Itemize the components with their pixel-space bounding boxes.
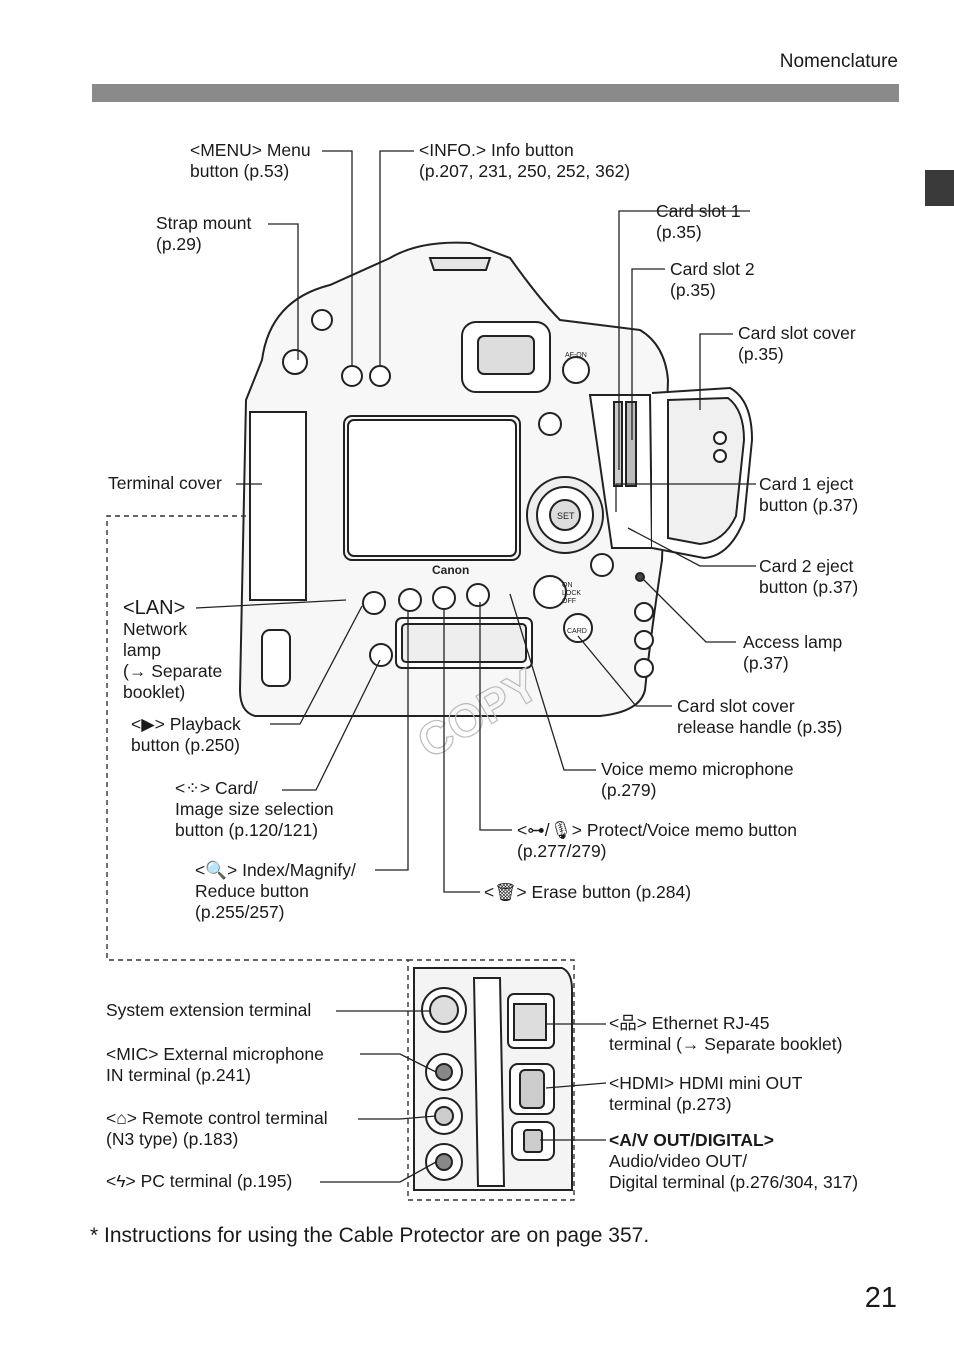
protect-voice-callout: <⊶/🎙> Protect/Voice memo button(p.277/27… bbox=[517, 820, 797, 862]
callout-line: <A/V OUT/DIGITAL> bbox=[609, 1130, 774, 1150]
callout-line: <⊶/🎙> Protect/Voice memo button bbox=[517, 820, 797, 840]
set-button-label: SET bbox=[557, 511, 575, 521]
callout-line: (p.207, 231, 250, 252, 362) bbox=[419, 161, 631, 181]
callout-line: <🔍> Index/Magnify/ bbox=[195, 860, 356, 880]
callout-line: (p.255/257) bbox=[195, 902, 285, 922]
callout-line: button (p.250) bbox=[131, 735, 240, 755]
callout-line: button (p.53) bbox=[190, 161, 290, 181]
chapter-tab bbox=[925, 170, 954, 206]
info-button-callout: <INFO.> Info button(p.207, 231, 250, 252… bbox=[419, 140, 630, 182]
access-lamp-callout: Access lamp(p.37) bbox=[743, 632, 842, 674]
callout-line: <品> Ethernet RJ-45 bbox=[609, 1013, 770, 1033]
card-slot-cover-callout: Card slot cover(p.35) bbox=[738, 323, 856, 365]
callout-line: (p.35) bbox=[738, 344, 784, 364]
callout-line: <MIC> External microphone bbox=[106, 1044, 324, 1064]
callout-line: <MENU> Menu bbox=[190, 140, 311, 160]
callout-line: (p.35) bbox=[670, 280, 716, 300]
erase-button-callout: <🗑> Erase button (p.284) bbox=[484, 882, 692, 902]
callout-line: (p.29) bbox=[156, 234, 202, 254]
on-label: ON bbox=[562, 582, 573, 589]
callout-line: IN terminal (p.241) bbox=[106, 1065, 251, 1085]
callout-line: (N3 type) (p.183) bbox=[106, 1129, 239, 1149]
voice-mic-callout: Voice memo microphone(p.279) bbox=[601, 759, 794, 801]
callout-line: Card slot 1 bbox=[656, 201, 741, 221]
callout-line: button (p.120/121) bbox=[175, 820, 319, 840]
callout-line: Access lamp bbox=[743, 632, 843, 652]
callout-line: <HDMI> HDMI mini OUT bbox=[609, 1073, 803, 1093]
terminal-cover-callout: Terminal cover bbox=[108, 473, 222, 493]
callout-line: (p.277/279) bbox=[517, 841, 607, 861]
callout-line: button (p.37) bbox=[759, 495, 859, 515]
callout-line: Card 1 eject bbox=[759, 474, 854, 494]
callout-line: terminal (p.273) bbox=[609, 1094, 732, 1114]
terminal-inset-illustration bbox=[413, 967, 573, 1191]
av-out-callout: <A/V OUT/DIGITAL> Audio/video OUT/ Digit… bbox=[609, 1130, 858, 1193]
callout-line: Digital terminal (p.276/304, 317) bbox=[609, 1172, 859, 1192]
lock-label: LOCK bbox=[562, 590, 581, 597]
callout-line: button (p.37) bbox=[759, 577, 859, 597]
callout-line: <⌂> Remote control terminal bbox=[106, 1108, 328, 1128]
strap-mount-callout: Strap mount(p.29) bbox=[156, 213, 251, 255]
callout-line: Card 2 eject bbox=[759, 556, 854, 576]
card-slot-2-callout: Card slot 2(p.35) bbox=[670, 259, 755, 301]
callout-line: <INFO.> Info button bbox=[419, 140, 574, 160]
callout-line: (p.37) bbox=[743, 653, 789, 673]
callout-line: <LAN> bbox=[123, 597, 186, 619]
callout-line: Image size selection bbox=[175, 799, 334, 819]
card-slot-1-callout: Card slot 1(p.35) bbox=[656, 201, 741, 243]
callout-line: (p.35) bbox=[656, 222, 702, 242]
header-rule bbox=[92, 84, 899, 102]
terminal-inset-frame bbox=[106, 515, 575, 1201]
callout-line: booklet) bbox=[123, 682, 186, 702]
callout-line: Network bbox=[123, 619, 188, 639]
section-header: Nomenclature bbox=[779, 51, 898, 72]
callout-line: <▶> Playback bbox=[131, 714, 241, 734]
footnote: * Instructions for using the Cable Prote… bbox=[90, 1224, 650, 1247]
callout-line: <⁘> Card/ bbox=[175, 778, 258, 798]
system-extension-callout: System extension terminal bbox=[106, 1000, 312, 1020]
callout-line: release handle (p.35) bbox=[677, 717, 843, 737]
callout-line: Voice memo microphone bbox=[601, 759, 794, 779]
page-number: 21 bbox=[864, 1282, 897, 1314]
callout-line: Card slot cover bbox=[677, 696, 795, 716]
lan-lamp-callout: <LAN> Network lamp (→ Separate booklet) bbox=[123, 598, 222, 703]
callout-line: lamp bbox=[123, 640, 161, 660]
pc-terminal-callout: <ϟ> PC terminal (p.195) bbox=[106, 1171, 293, 1191]
off-label: OFF bbox=[562, 598, 576, 605]
card-button-label: CARD bbox=[567, 628, 587, 635]
leader-lines bbox=[195, 150, 756, 1183]
callout-line: Strap mount bbox=[156, 213, 252, 233]
index-magnify-callout: <🔍> Index/Magnify/Reduce button(p.255/25… bbox=[195, 860, 356, 923]
callout-line: Card slot 2 bbox=[670, 259, 755, 279]
camera-back-illustration bbox=[238, 241, 754, 717]
remote-terminal-callout: <⌂> Remote control terminal(N3 type) (p.… bbox=[106, 1108, 328, 1150]
callout-line: Card slot cover bbox=[738, 323, 856, 343]
callout-line: (→ Separate bbox=[123, 661, 223, 681]
callout-line: Audio/video OUT/ bbox=[609, 1151, 748, 1171]
brand-mark: Canon bbox=[432, 563, 469, 577]
callout-line: (p.279) bbox=[601, 780, 657, 800]
callout-line: terminal (→ Separate booklet) bbox=[609, 1034, 843, 1054]
af-on-label: AF-ON bbox=[565, 352, 587, 359]
callout-line: Reduce button bbox=[195, 881, 309, 901]
